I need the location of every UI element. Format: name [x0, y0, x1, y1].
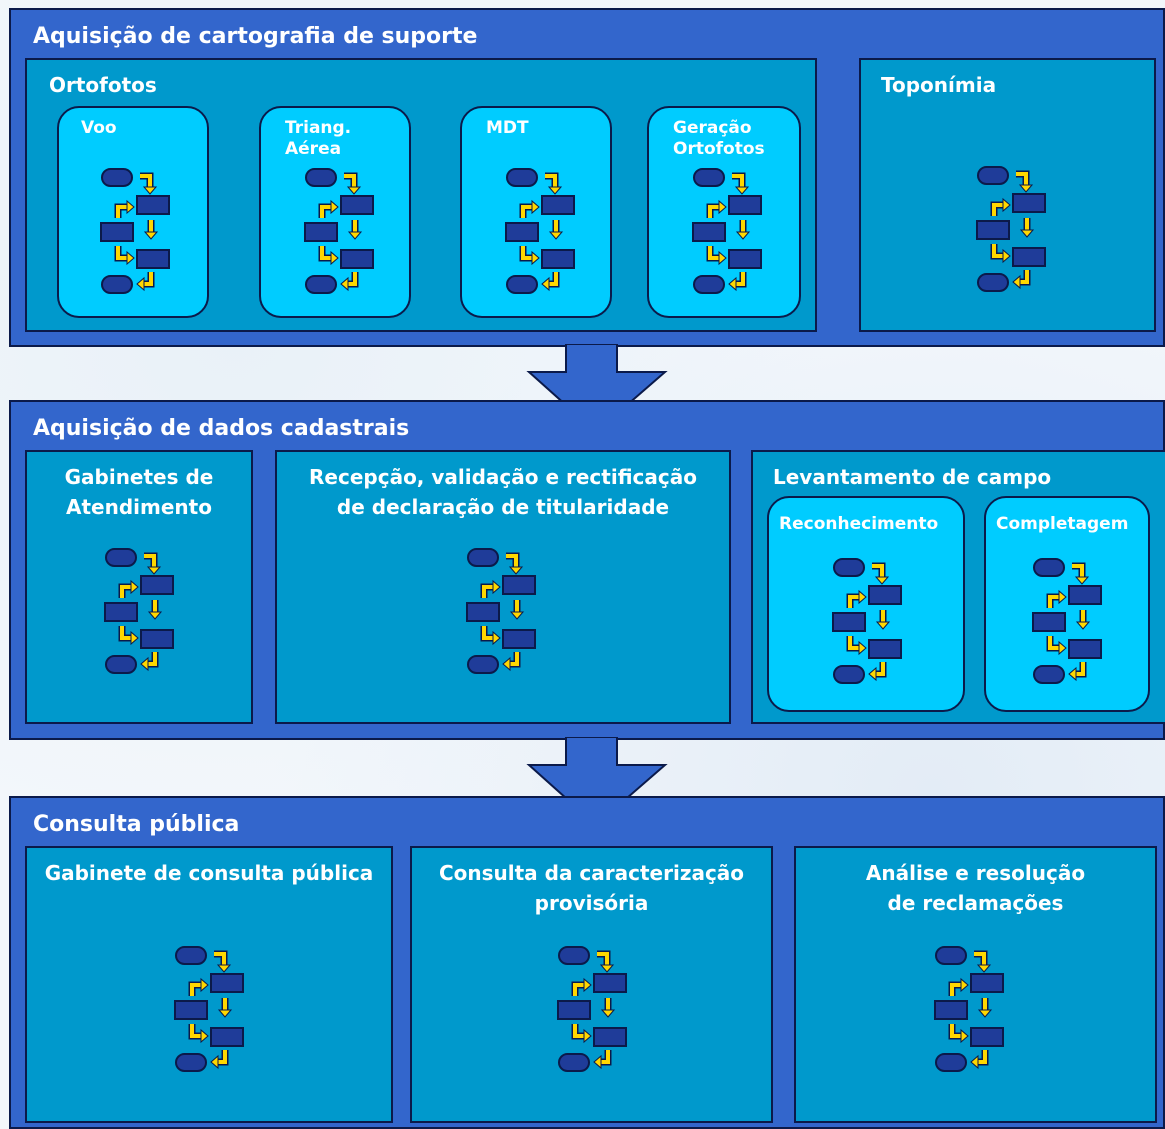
process-flow-icon [303, 166, 379, 296]
process-flow-icon [975, 164, 1051, 294]
process-flow-icon [504, 166, 580, 296]
process-flow-icon [465, 546, 541, 676]
process-flow-icon [99, 166, 175, 296]
step-title: MDT [486, 118, 529, 138]
process-flow-icon [173, 944, 249, 1074]
step-title: Completagem [996, 514, 1129, 534]
step-completagem[interactable]: Completagem [984, 496, 1150, 712]
phase-dados-cadastrais: Aquisição de dados cadastrais Gabinetes … [9, 400, 1165, 740]
phase-title: Aquisição de dados cadastrais [33, 416, 410, 441]
panel-title: Gabinete de consulta pública [44, 861, 374, 885]
process-flow-icon [1031, 556, 1107, 686]
process-flow-icon [933, 944, 1009, 1074]
panel-title: Levantamento de campo [773, 465, 1052, 489]
step-reconhecimento[interactable]: Reconhecimento [767, 496, 965, 712]
panel-gabinete-consulta[interactable]: Gabinete de consulta pública [25, 846, 393, 1123]
process-flow-icon [556, 944, 632, 1074]
phase-consulta-publica: Consulta pública Gabinete de consulta pú… [9, 796, 1165, 1129]
process-flow-icon [831, 556, 907, 686]
process-flow-icon [103, 546, 179, 676]
process-flow-icon [691, 166, 767, 296]
step-title: Triang.Aérea [285, 118, 352, 159]
phase-title: Consulta pública [33, 812, 240, 837]
step-triangulacao[interactable]: Triang.Aérea [259, 106, 411, 318]
down-arrow [526, 737, 668, 827]
step-title: Voo [81, 118, 117, 138]
panel-title: Toponímia [881, 73, 997, 97]
phase-title: Aquisição de cartografia de suporte [33, 24, 478, 49]
step-mdt[interactable]: MDT [460, 106, 612, 318]
step-title: Reconhecimento [779, 514, 939, 534]
phase-cartografia: Aquisição de cartografia de suporte Orto… [9, 8, 1165, 347]
step-voo[interactable]: Voo [57, 106, 209, 318]
panel-title: Ortofotos [49, 73, 157, 97]
panel-toponimia[interactable]: Toponímia [859, 58, 1156, 332]
panel-levantamento-campo: Levantamento de campo Reconhecimento Com… [751, 450, 1165, 724]
